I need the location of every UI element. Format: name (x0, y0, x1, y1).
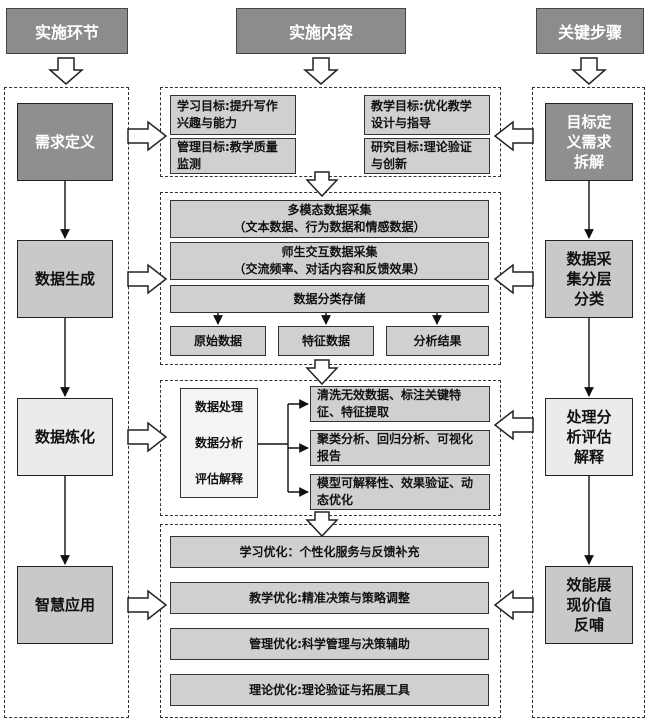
section-down-arrow-2 (305, 359, 339, 386)
learning-optimization-box: 学习优化：个性化服务与反馈补充 (170, 536, 489, 568)
interaction-collection-title: 师生交互数据采集 (281, 245, 378, 260)
key-steps-column (532, 87, 645, 718)
raw-data-box: 原始数据 (170, 326, 266, 356)
header-content: 实施内容 (236, 8, 406, 54)
data-processing-label: 数据处理 (194, 399, 243, 414)
management-goal-box: 管理目标:教学质量监测 (170, 138, 296, 174)
management-optimization-box: 管理优化:科学管理与决策辅助 (170, 628, 489, 660)
section-data-refining (160, 380, 501, 516)
left-arrow-step-3 (493, 409, 534, 441)
data-analysis-label: 数据分析 (194, 435, 243, 450)
multimodal-collection-box: 多模态数据采集 （文本数据、行为数据和情感数据） (170, 200, 489, 238)
header-stages: 实施环节 (6, 8, 128, 54)
key-step-data-collection: 数据采集分层分类 (545, 240, 633, 318)
header-down-arrow-right (571, 57, 607, 85)
feature-data-box: 特征数据 (278, 326, 374, 356)
multimodal-collection-title: 多模态数据采集 (287, 203, 372, 218)
evaluation-label: 评估解释 (194, 471, 243, 486)
left-arrow-step-4 (493, 589, 534, 621)
stage-requirement-definition: 需求定义 (17, 103, 113, 181)
key-step-goal-definition: 目标定义需求拆解 (545, 103, 633, 181)
teaching-goal-box: 教学目标:优化教学设计与指导 (364, 95, 490, 135)
right-arrow-stage-1 (127, 120, 168, 152)
right-arrow-stage-4 (127, 589, 168, 621)
stage-smart-application: 智慧应用 (17, 566, 113, 644)
analysis-result-box: 分析结果 (386, 326, 489, 356)
teaching-optimization-box: 教学优化:精准决策与策略调整 (170, 582, 489, 614)
key-step-value-feedback: 效能展现价值反哺 (545, 566, 633, 644)
refining-steps-box: 数据处理 数据分析 评估解释 (180, 388, 258, 498)
key-step-process-analysis: 处理分析评估解释 (545, 398, 633, 476)
interaction-collection-box: 师生交互数据采集 （交流频率、对话内容和反馈效果） (170, 242, 489, 280)
header-down-arrow-left (48, 57, 84, 85)
stages-column (4, 87, 129, 718)
data-storage-box: 数据分类存储 (170, 285, 489, 313)
stage-data-generation: 数据生成 (17, 240, 113, 318)
cluster-analysis-box: 聚类分析、回归分析、可视化报告 (310, 430, 490, 466)
research-goal-box: 研究目标:理论验证与创新 (364, 138, 490, 174)
learning-goal-box: 学习目标:提升写作兴趣与能力 (170, 95, 296, 135)
header-down-arrow-middle (303, 57, 339, 85)
interaction-collection-detail: （交流频率、对话内容和反馈效果） (233, 262, 426, 276)
section-down-arrow-1 (305, 171, 339, 198)
right-arrow-stage-3 (127, 421, 168, 453)
section-down-arrow-3 (305, 511, 339, 538)
left-arrow-step-2 (493, 263, 534, 295)
left-arrow-step-1 (493, 120, 534, 152)
data-cleaning-box: 清洗无效数据、标注关键特征、特征提取 (310, 386, 490, 422)
right-arrow-stage-2 (127, 263, 168, 295)
theory-optimization-box: 理论优化:理论验证与拓展工具 (170, 674, 489, 706)
model-interpretability-box: 模型可解释性、效果验证、动态优化 (310, 474, 490, 510)
multimodal-collection-detail: （文本数据、行为数据和情感数据） (233, 220, 426, 234)
stage-data-refining: 数据炼化 (17, 398, 113, 476)
header-key-steps: 关键步骤 (536, 8, 644, 54)
